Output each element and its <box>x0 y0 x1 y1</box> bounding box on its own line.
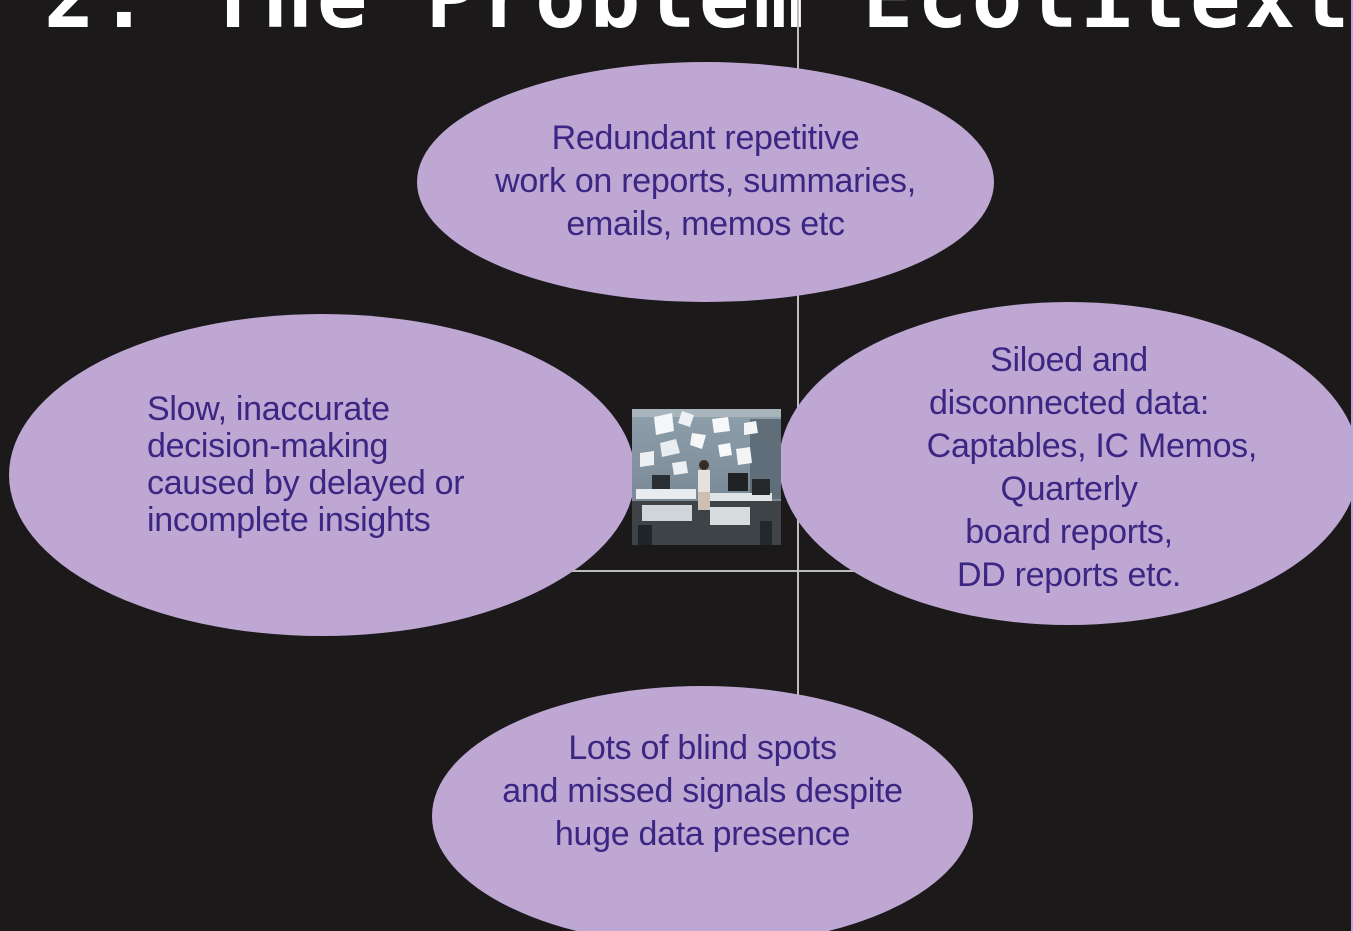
problem-bubble-right-text: Siloed and disconnected data: Captables,… <box>926 341 1258 594</box>
problem-bubble-left-text: Slow, inaccurate decision-making caused … <box>147 390 465 539</box>
problem-bubble-bottom: Lots of blind spots and missed signals d… <box>432 686 973 931</box>
slide-title: 2. The Problem Ecolitext Solves <box>44 0 1353 40</box>
problem-bubble-bottom-text: Lots of blind spots and missed signals d… <box>502 729 903 853</box>
office-chaos-photo <box>632 409 781 545</box>
vertical-axis-line <box>797 0 799 700</box>
problem-bubble-right: Siloed and disconnected data: Captables,… <box>779 302 1353 625</box>
problem-bubble-top-text: Redundant repetitive work on reports, su… <box>495 119 916 243</box>
horizontal-axis-line <box>560 570 860 572</box>
problem-bubble-left: Slow, inaccurate decision-making caused … <box>9 314 635 636</box>
problem-bubble-top: Redundant repetitive work on reports, su… <box>417 62 994 302</box>
